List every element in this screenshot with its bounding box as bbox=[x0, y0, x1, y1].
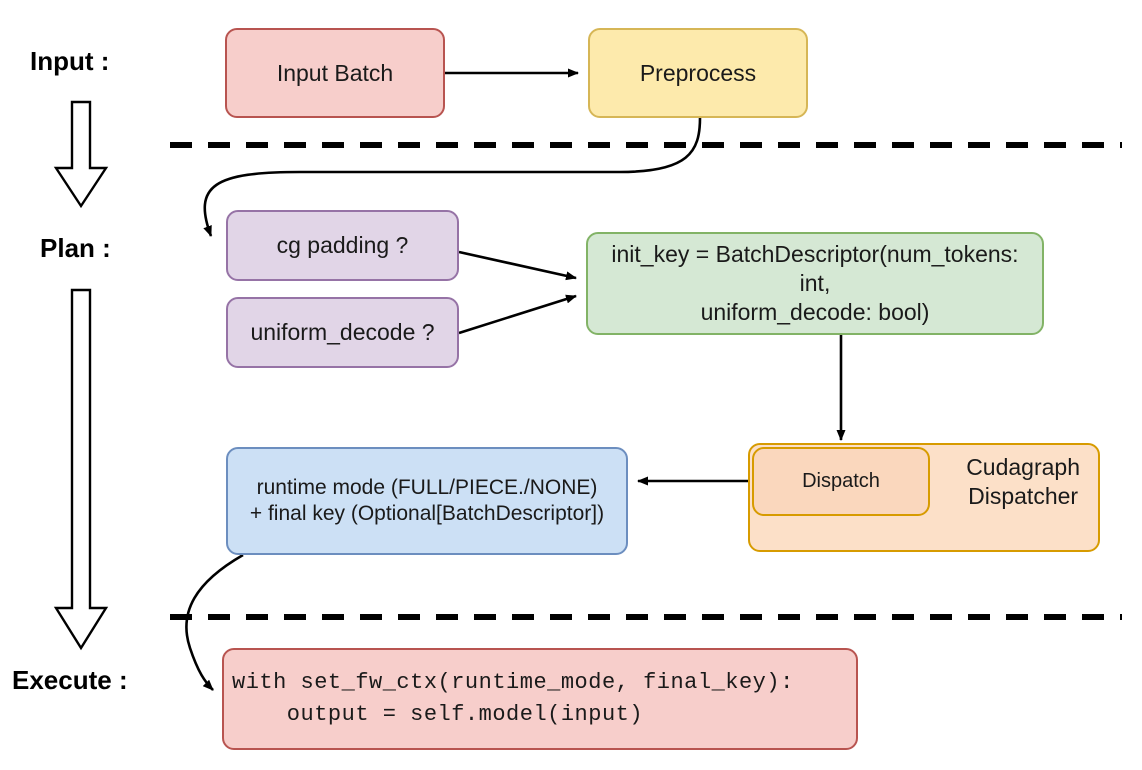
plan-to-execute-flow-arrow bbox=[53, 288, 109, 651]
edge-uniform-decode-to-init-key bbox=[458, 294, 577, 335]
node-preprocess[interactable]: Preprocess bbox=[588, 28, 808, 118]
input-to-plan-flow-arrow bbox=[53, 100, 109, 209]
node-uniform-decode[interactable]: uniform_decode ? bbox=[226, 297, 459, 368]
node-dispatch[interactable]: Dispatch bbox=[752, 447, 930, 516]
stage-label-plan: Plan : bbox=[40, 233, 111, 263]
node-cg-padding[interactable]: cg padding ? bbox=[226, 210, 459, 281]
edge-cg-padding-to-init-key bbox=[458, 250, 577, 281]
stage-label-execute: Execute : bbox=[12, 665, 128, 695]
node-runtime-mode-final-key[interactable]: runtime mode (FULL/PIECE./NONE) + final … bbox=[226, 447, 628, 555]
stage-label-input: Input : bbox=[30, 46, 110, 76]
node-init-key-batch-descriptor[interactable]: init_key = BatchDescriptor(num_tokens: i… bbox=[586, 232, 1044, 335]
node-input-batch[interactable]: Input Batch bbox=[225, 28, 445, 118]
node-execute-code-block[interactable]: with set_fw_ctx(runtime_mode, final_key)… bbox=[222, 648, 858, 750]
